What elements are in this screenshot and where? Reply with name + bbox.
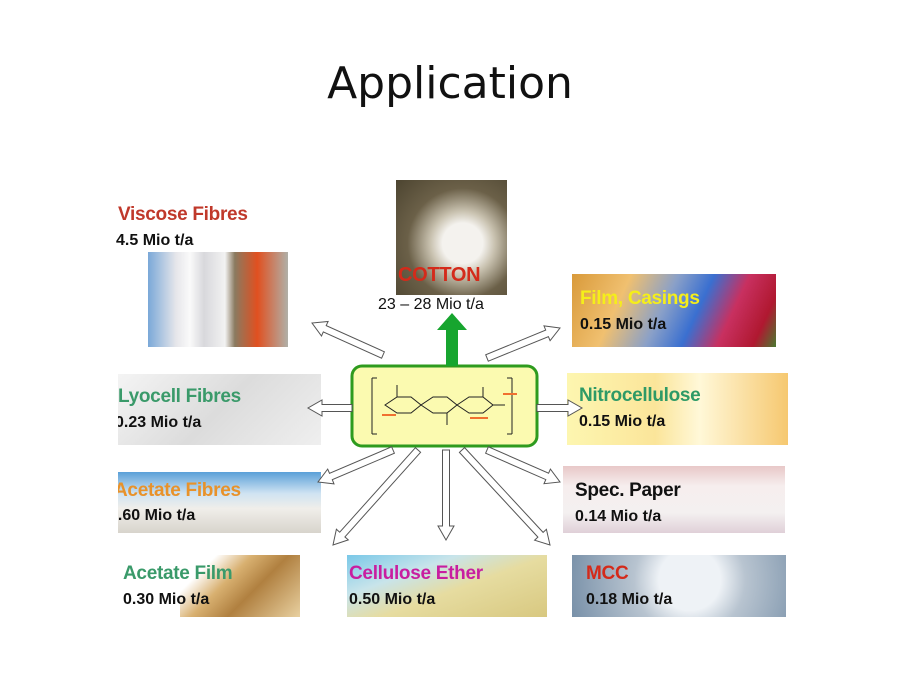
cellulose-ether-label: Cellulose Ether: [349, 563, 483, 584]
acetate-fibres-label: Acetate Fibres: [118, 480, 241, 501]
arrow-to-acetate-film: [332, 446, 422, 546]
arrow-to-nitrocellulose: [536, 399, 584, 417]
acetate-fibres-image: Acetate Fibres 0.60 Mio t/a: [118, 472, 321, 533]
arrow-to-viscose-fibres: [311, 320, 386, 359]
film-casings-image: Film, Casings 0.15 Mio t/a: [572, 274, 776, 347]
spec-paper-image: Spec. Paper 0.14 Mio t/a: [563, 466, 785, 533]
spec-paper-label: Spec. Paper: [575, 480, 681, 501]
cotton-image: COTTON: [396, 180, 507, 295]
lyocell-label: Lyocell Fibres: [118, 386, 241, 407]
cotton-label: COTTON: [398, 264, 481, 286]
cellulose-ether-value: 0.50 Mio t/a: [349, 591, 436, 608]
acetate-film-value: 0.30 Mio t/a: [123, 591, 210, 608]
mcc-image: MCC 0.18 Mio t/a: [572, 555, 786, 617]
cellulose-ether-image: Cellulose Ether 0.50 Mio t/a: [347, 555, 547, 617]
mcc-label: MCC: [586, 563, 629, 584]
mcc-value: 0.18 Mio t/a: [586, 591, 673, 608]
cotton-arrow: [437, 313, 467, 366]
film-casings-label: Film, Casings: [580, 288, 700, 309]
nitrocellulose-value: 0.15 Mio t/a: [579, 413, 666, 430]
cellulose-structure-icon: [371, 377, 517, 435]
arrow-to-cellulose-ether: [437, 449, 455, 542]
arrow-to-mcc: [458, 446, 551, 546]
viscose-image: [148, 252, 288, 347]
nitrocellulose-image: Nitrocellulose 0.15 Mio t/a: [567, 373, 788, 445]
lyocell-value: 0.23 Mio t/a: [118, 414, 202, 431]
arrow-to-acetate-fibres: [317, 446, 396, 485]
spec-paper-value: 0.14 Mio t/a: [575, 508, 662, 525]
acetate-film-label: Acetate Film: [123, 563, 233, 584]
cotton-value: 23 – 28 Mio t/a: [378, 296, 484, 313]
arrow-to-spec-paper: [484, 446, 561, 485]
viscose-value: 4.5 Mio t/a: [116, 232, 194, 249]
arrow-to-lyocell-fibres: [306, 399, 353, 417]
viscose-label: Viscose Fibres: [118, 204, 248, 225]
nitrocellulose-label: Nitrocellulose: [579, 385, 701, 406]
lyocell-image: Lyocell Fibres 0.23 Mio t/a: [118, 374, 321, 445]
slide-title: Application: [327, 58, 573, 109]
film-casings-value: 0.15 Mio t/a: [580, 316, 667, 333]
acetate-film-image: [180, 555, 300, 617]
acetate-fibres-value: 0.60 Mio t/a: [118, 507, 196, 524]
arrow-to-film-casings: [485, 325, 561, 362]
